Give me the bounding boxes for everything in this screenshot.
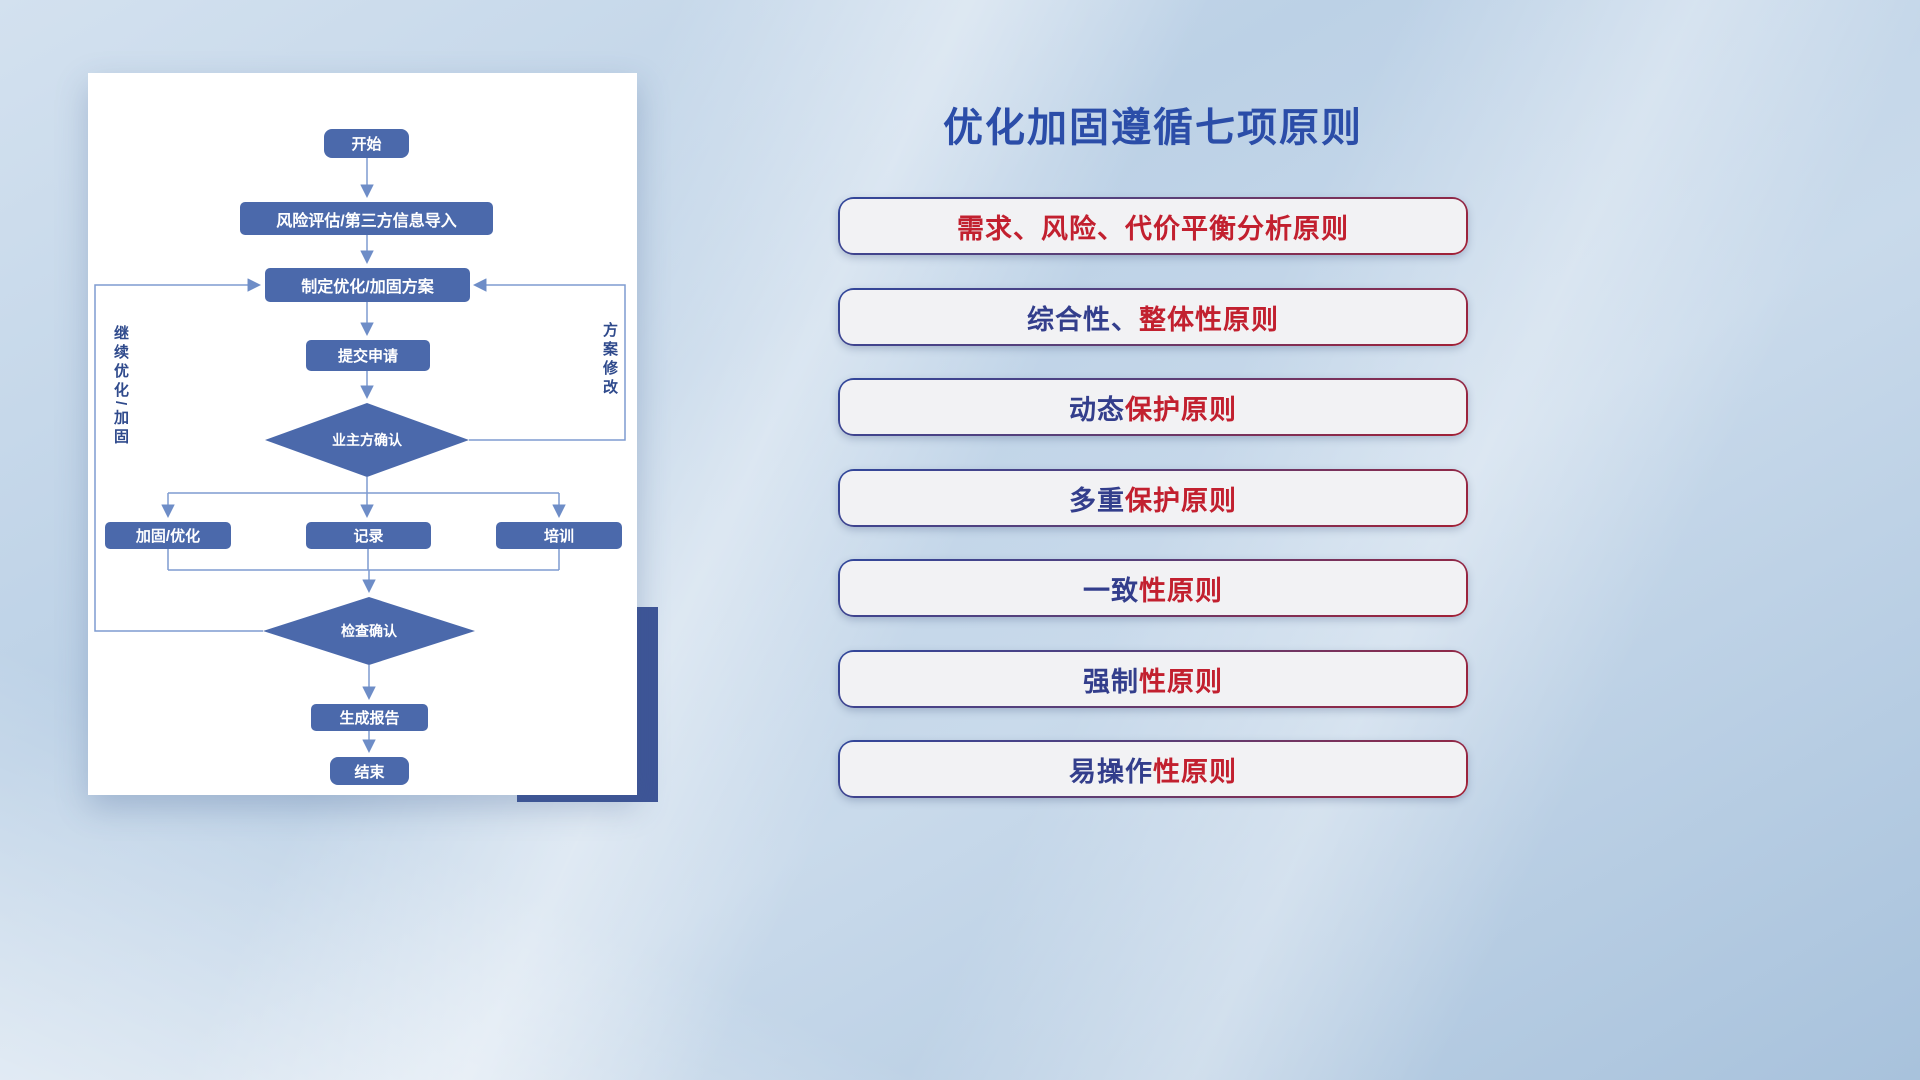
principle-box-3: 动态保护原则 [838, 378, 1468, 436]
node-submit: 提交申请 [306, 340, 430, 371]
edge-branch-tee [168, 477, 559, 494]
principle-box-7: 易操作性原则 [838, 740, 1468, 798]
node-plan: 制定优化/加固方案 [265, 268, 470, 302]
principle-7-text: 性原则 [1153, 756, 1237, 787]
node-record: 记录 [306, 522, 431, 549]
panel-title: 优化加固遵循七项原则 [943, 106, 1363, 150]
principle-4-text: 保护原则 [1125, 485, 1237, 516]
principle-3-text: 保护原则 [1125, 394, 1237, 425]
node-reinforce: 加固/优化 [105, 522, 231, 549]
edge-loop-left [94, 278, 263, 632]
principle-box-2: 综合性、整体性原则 [838, 288, 1468, 346]
flowchart-connectors [94, 158, 626, 754]
principle-4-highlight: 多重 [1069, 485, 1125, 516]
principle-label: 易操作性原则 [840, 742, 1466, 796]
decision-owner-confirm-shape [265, 403, 469, 477]
principle-box-1: 需求、风险、代价平衡分析原则 [838, 197, 1468, 255]
node-owner-confirm: 业主方确认 [332, 432, 402, 448]
principle-5-highlight: 一致 [1083, 575, 1139, 606]
principle-label: 多重保护原则 [840, 471, 1466, 525]
principle-7-highlight: 易操作 [1069, 756, 1153, 787]
principle-5-text: 性原则 [1139, 575, 1223, 606]
principle-label: 需求、风险、代价平衡分析原则 [840, 199, 1466, 253]
principle-label: 强制性原则 [840, 652, 1466, 706]
principle-label: 综合性、整体性原则 [840, 290, 1466, 344]
principle-label: 动态保护原则 [840, 380, 1466, 434]
principle-label: 一致性原则 [840, 561, 1466, 615]
principle-1-text: 需求、风险、代价平衡分析原则 [957, 213, 1349, 244]
node-end: 结束 [330, 757, 409, 785]
node-report: 生成报告 [311, 704, 428, 731]
flowchart-card: 开始 风险评估/第三方信息导入 制定优化/加固方案 提交申请 业主方确认 加固/… [88, 73, 637, 795]
loop-label-left: 继续优化/加固 [112, 325, 129, 448]
edge-merge-tee [167, 549, 560, 571]
decision-check-confirm-shape [263, 597, 475, 665]
node-start: 开始 [324, 129, 409, 158]
principle-2-text: 整体性原则 [1139, 304, 1279, 335]
principle-box-5: 一致性原则 [838, 559, 1468, 617]
principle-box-4: 多重保护原则 [838, 469, 1468, 527]
principle-6-highlight: 强制 [1083, 666, 1139, 697]
node-training: 培训 [496, 522, 622, 549]
node-check-confirm: 检查确认 [341, 623, 397, 639]
node-risk-import: 风险评估/第三方信息导入 [240, 202, 493, 235]
edge-loop-right [469, 278, 626, 441]
principle-3-highlight: 动态 [1069, 394, 1125, 425]
principle-2-highlight: 综合性、 [1027, 304, 1139, 335]
principle-6-text: 性原则 [1139, 666, 1223, 697]
loop-label-right: 方案修改 [601, 322, 618, 398]
principle-box-6: 强制性原则 [838, 650, 1468, 708]
